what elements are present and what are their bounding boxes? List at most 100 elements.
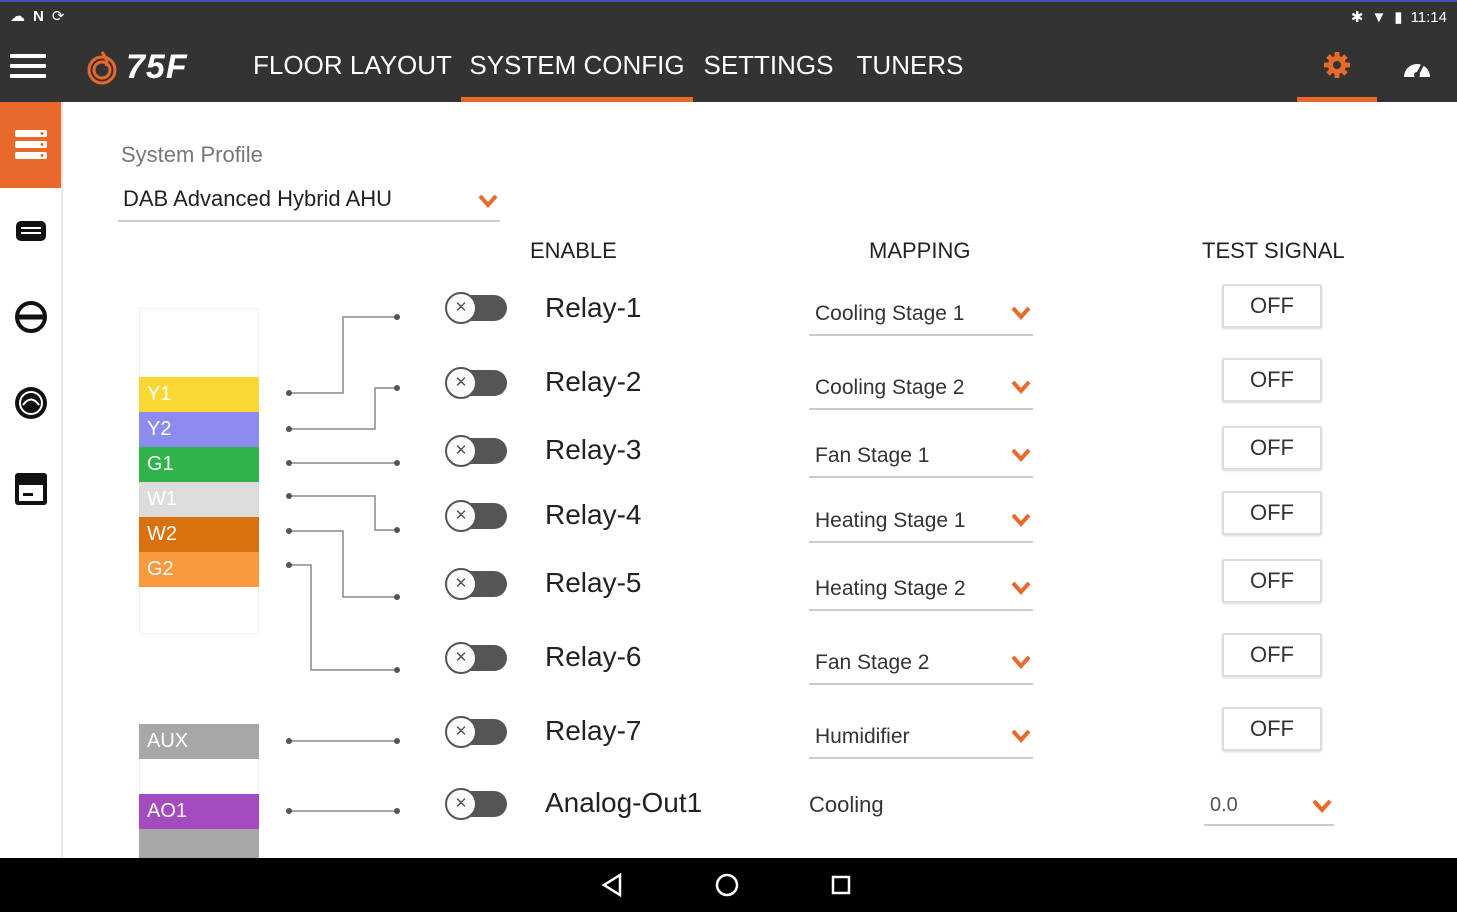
relay-7-test-button[interactable]: OFF [1222,707,1322,751]
chevron-down-icon [1011,306,1031,320]
menu-icon[interactable] [10,54,46,80]
tab-system-config[interactable]: SYSTEM CONFIG [461,32,693,102]
relay-2-enable-toggle[interactable]: ✕ [445,367,509,399]
relay-6-enable-toggle[interactable]: ✕ [445,642,509,674]
mapping-column-header: MAPPING [869,238,971,263]
system-profile-select[interactable]: DAB Advanced Hybrid AHU [118,182,500,222]
relay-1-mapping-value: Cooling Stage 1 [815,302,965,325]
relay-1-test-button[interactable]: OFF [1222,284,1322,328]
nav-hyperstat-icon[interactable] [0,446,61,532]
sync-icon: ⟳ [51,8,73,25]
relay-5-mapping-select[interactable]: Heating Stage 2 [809,571,1033,611]
close-icon: ✕ [445,435,477,467]
test-signal-column-header: TEST SIGNAL [1202,238,1345,263]
chevron-down-icon [1011,380,1031,394]
relay-7-mapping-select[interactable]: Humidifier [809,719,1033,759]
system-nav-bar [0,858,1457,912]
analog-out1-enable-toggle[interactable]: ✕ [445,788,509,820]
bluetooth-icon: ✱ [1350,9,1364,26]
terminal-grey-block [139,829,259,858]
terminal-ao1: AO1 [139,794,259,829]
enable-column-header: ENABLE [530,238,617,263]
left-nav [0,102,63,858]
chevron-down-icon [1011,581,1031,595]
battery-icon: ▮ [1394,9,1403,26]
terminal-g1: G1 [139,447,259,482]
relay-6-mapping-value: Fan Stage 2 [815,651,930,674]
cloud-icon: ☁ [10,8,33,25]
chevron-down-icon [1011,729,1031,743]
relay-3-mapping-select[interactable]: Fan Stage 1 [809,438,1033,478]
nav-system-config-icon[interactable] [0,102,61,188]
relay-7-enable-toggle[interactable]: ✕ [445,716,509,748]
status-bar: ☁N⟳ ✱ ▼ ▮ 11:14 [0,0,1457,32]
relay-5-enable-toggle[interactable]: ✕ [445,568,509,600]
close-icon: ✕ [445,716,477,748]
relay-2-test-button[interactable]: OFF [1222,358,1322,402]
relay-3-test-button[interactable]: OFF [1222,426,1322,470]
chevron-down-icon [1011,513,1031,527]
tab-floor-layout[interactable]: FLOOR LAYOUT [253,50,452,80]
chevron-down-icon [1312,799,1332,813]
relay-7-label: Relay-7 [545,715,642,746]
analog-out1-label: Analog-Out1 [545,787,703,818]
home-icon[interactable] [712,870,742,900]
analog-out1-mapping: Cooling [809,792,884,817]
relay-1-mapping-select[interactable]: Cooling Stage 1 [809,296,1033,336]
flame-logo-icon [87,51,117,85]
relay-2-mapping-value: Cooling Stage 2 [815,376,965,399]
logo: 75F [84,46,188,88]
chevron-down-icon [1011,655,1031,669]
relay-4-mapping-select[interactable]: Heating Stage 1 [809,503,1033,543]
close-icon: ✕ [445,500,477,532]
relay-2-mapping-select[interactable]: Cooling Stage 2 [809,370,1033,410]
back-icon[interactable] [598,870,628,900]
relay-3-mapping-value: Fan Stage 1 [815,444,930,467]
relay-6-label: Relay-6 [545,641,642,672]
close-icon: ✕ [445,292,477,324]
chevron-down-icon [478,194,498,208]
dashboard-gauge-icon[interactable] [1377,32,1457,102]
wifi-icon: ▼ [1371,8,1387,26]
relay-4-test-button[interactable]: OFF [1222,491,1322,535]
wiring-diagram [286,314,400,814]
terminal-y2: Y2 [139,412,259,447]
relay-1-enable-toggle[interactable]: ✕ [445,292,509,324]
status-right: ✱ ▼ ▮ 11:14 [1350,8,1447,27]
system-profile-value: DAB Advanced Hybrid AHU [123,186,393,211]
close-icon: ✕ [445,568,477,600]
close-icon: ✕ [445,788,477,820]
terminal-y1: Y1 [139,377,259,412]
relay-4-mapping-value: Heating Stage 1 [815,509,966,532]
nav-sensor-icon[interactable] [0,274,61,360]
app-bar: 75F FLOOR LAYOUT SYSTEM CONFIG SETTINGS … [0,32,1457,102]
analog-out1-test-select[interactable]: 0.0 [1204,788,1334,826]
relay-3-enable-toggle[interactable]: ✕ [445,435,509,467]
system-config-content: System Profile DAB Advanced Hybrid AHU E… [63,102,1457,858]
relay-5-label: Relay-5 [545,567,642,598]
nav-thermostat-icon[interactable] [0,360,61,446]
status-left-icons: ☁N⟳ [10,7,72,25]
tab-settings[interactable]: SETTINGS [703,50,834,80]
system-profile-label: System Profile [121,142,263,167]
relay-6-mapping-select[interactable]: Fan Stage 2 [809,645,1033,685]
terminal-g2: G2 [139,552,259,587]
relay-2-label: Relay-2 [545,366,642,397]
logo-text: 75F [126,47,188,86]
recents-icon[interactable] [826,870,856,900]
relay-5-test-button[interactable]: OFF [1222,559,1322,603]
terminal-aux: AUX [139,724,259,759]
terminal-w1: W1 [139,482,259,517]
nav-module-icon[interactable] [0,188,61,274]
close-icon: ✕ [445,642,477,674]
relay-6-test-button[interactable]: OFF [1222,633,1322,677]
gear-icon[interactable] [1297,32,1377,102]
tab-tuners[interactable]: TUNERS [856,50,964,80]
relay-3-label: Relay-3 [545,434,642,465]
close-icon: ✕ [445,367,477,399]
status-time: 11:14 [1410,8,1447,26]
terminal-w2: W2 [139,517,259,552]
n-icon: N [33,8,52,25]
relay-1-label: Relay-1 [545,292,642,323]
relay-4-enable-toggle[interactable]: ✕ [445,500,509,532]
